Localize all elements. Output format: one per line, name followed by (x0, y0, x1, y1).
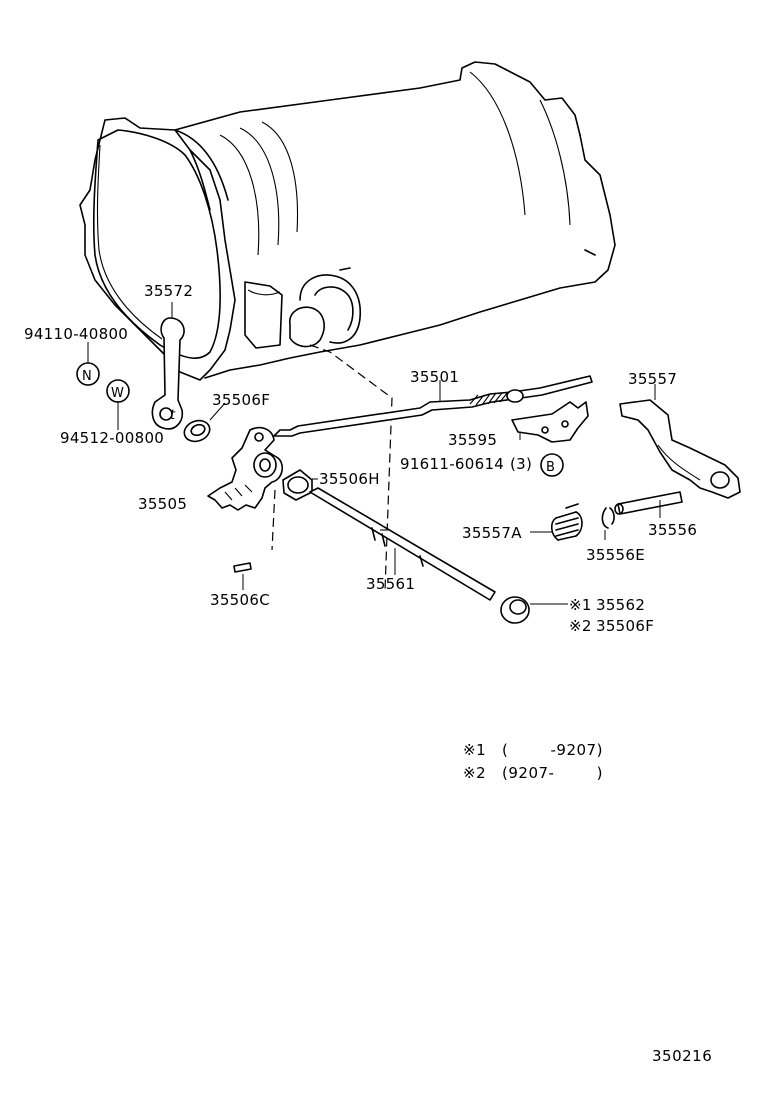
part-35505-lever (207, 426, 284, 511)
label-91611-60614: 91611-60614 (400, 455, 504, 473)
phantom-line-2 (271, 489, 276, 551)
label-35562: 35562 (596, 596, 645, 614)
label-35505: 35505 (138, 495, 187, 513)
label-note2-mark: ※2 (569, 617, 592, 635)
label-91611-qty: (3) (510, 455, 532, 473)
phantom-line (309, 344, 393, 591)
part-35557A-spring (530, 503, 583, 541)
part-35506C-pin (233, 562, 252, 590)
figure-code: 350216 (652, 1047, 712, 1065)
note2-mark: ※2 (463, 764, 486, 782)
part-35595-spring (511, 401, 589, 443)
marker-w-label: W (111, 386, 124, 401)
marker-n-label: N (82, 369, 92, 384)
label-35557: 35557 (628, 370, 677, 388)
label-35572: 35572 (144, 282, 193, 300)
label-35506H: 35506H (319, 470, 380, 488)
part-35557-lever (619, 384, 741, 499)
part-35506H-bushing (282, 469, 318, 501)
note2-text: (9207- ) (502, 764, 603, 782)
label-94110-40800: 94110-40800 (24, 325, 128, 343)
note1-mark: ※1 (463, 741, 486, 759)
part-35506F-seal-left (183, 402, 226, 443)
part-35572-bracket: t (151, 302, 185, 430)
part-35556E-clip (601, 507, 615, 540)
label-35501: 35501 (410, 368, 459, 386)
transmission-case (79, 61, 616, 381)
part-35556-pin (614, 491, 683, 518)
label-35506C: 35506C (210, 591, 270, 609)
label-35556: 35556 (648, 521, 697, 539)
marker-n: N (76, 342, 100, 386)
label-35561: 35561 (366, 575, 415, 593)
part-35501-rod (273, 375, 593, 437)
notes: ※1 ( -9207) ※2 (9207- ) (463, 741, 603, 782)
label-35595: 35595 (448, 431, 497, 449)
label-35556E: 35556E (586, 546, 645, 564)
marker-w: W (106, 379, 130, 430)
part-35562-bushing (500, 596, 568, 624)
note1-text: ( -9207) (502, 741, 603, 759)
label-note1-mark: ※1 (569, 596, 592, 614)
part-labels: 35572 94110-40800 94512-00800 35506F 355… (24, 282, 697, 635)
marker-b: B (540, 453, 564, 477)
svg-text:t: t (170, 408, 176, 423)
part-35561-shaft (309, 487, 496, 601)
label-94512-00800: 94512-00800 (60, 429, 164, 447)
label-35506F-left: 35506F (212, 391, 270, 409)
marker-b-label: B (546, 460, 555, 475)
label-35557A: 35557A (462, 524, 522, 542)
label-35506F-right: 35506F (596, 617, 654, 635)
